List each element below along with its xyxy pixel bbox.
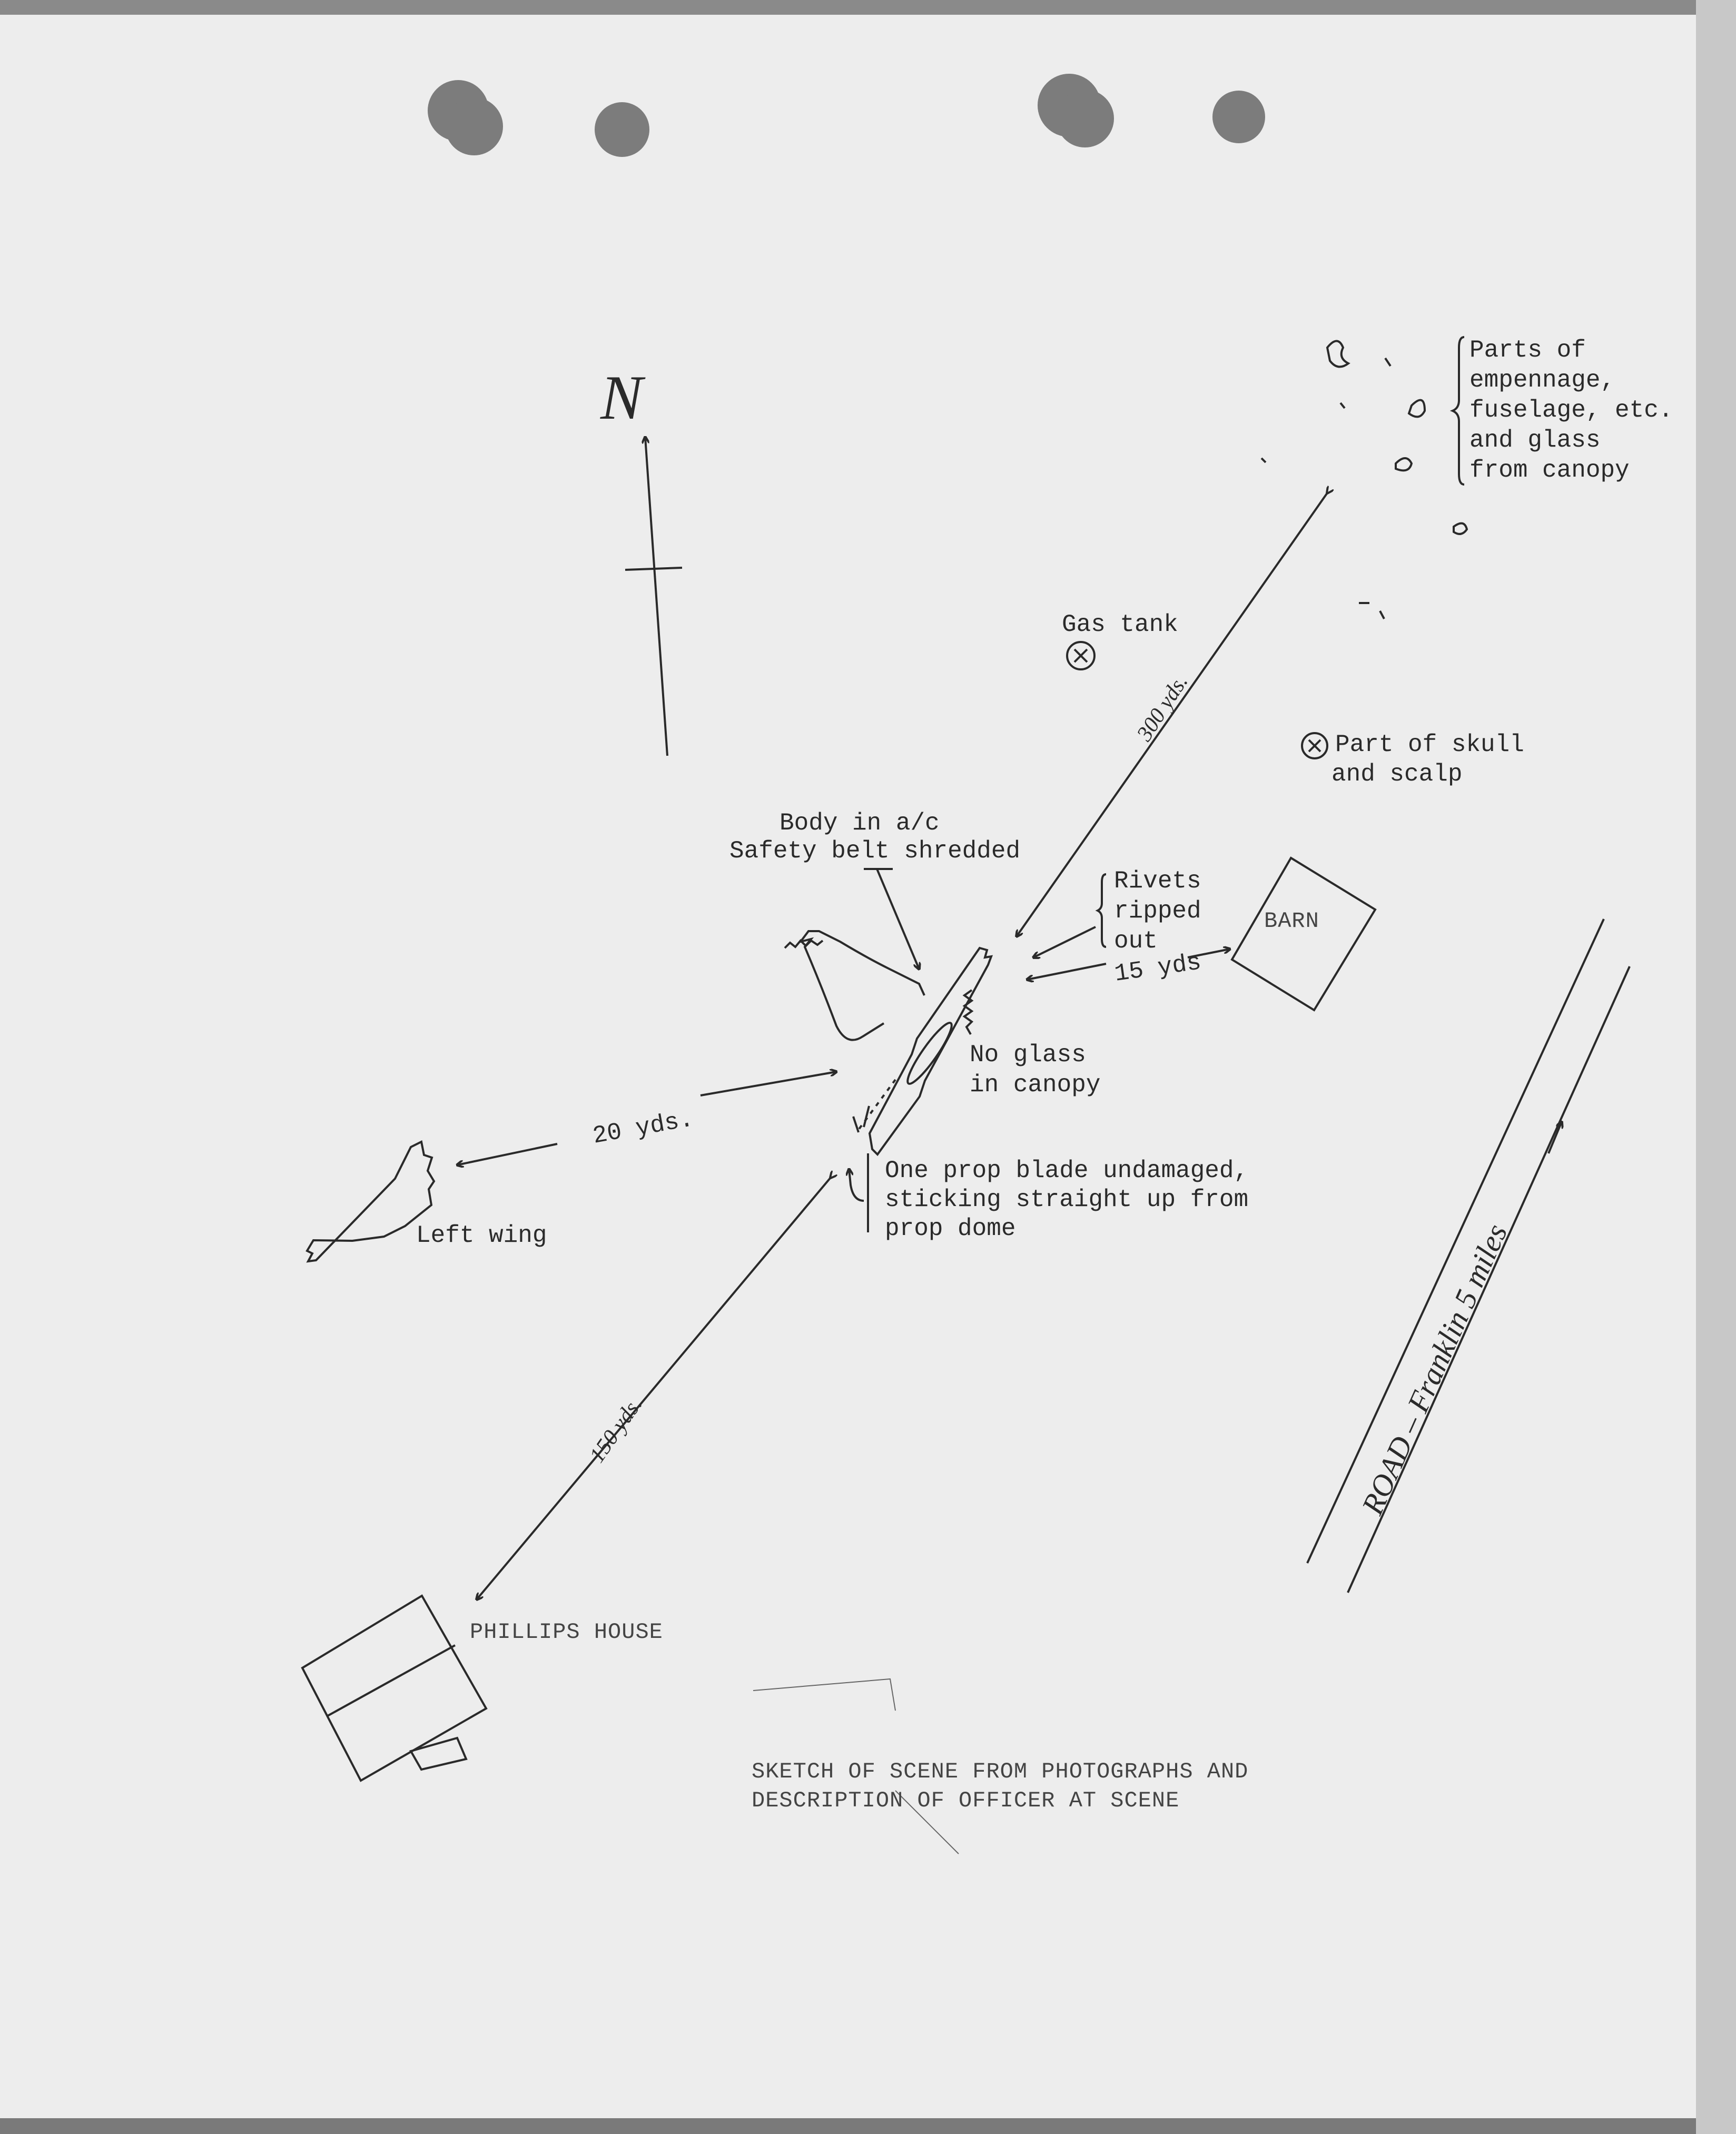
left-wing-shape: [305, 1140, 436, 1263]
stray-marks: [753, 1678, 959, 1854]
phillips-house-shape: [301, 1594, 488, 1782]
distance-150-label: 150 yds.: [585, 1393, 647, 1467]
road-direction-arrow-icon: [1547, 1122, 1562, 1154]
skull-label-1: Part of skull: [1335, 731, 1524, 758]
prop-label-3: prop dome: [885, 1215, 1015, 1242]
rivets-label-2: ripped: [1114, 897, 1201, 925]
svg-text:fuselage, etc.: fuselage, etc.: [1469, 397, 1673, 424]
road-label: ROAD – Franklin 5 miles: [1355, 1219, 1514, 1520]
rivets-arrow: [1033, 926, 1096, 957]
body-label-2: Safety belt shredded: [729, 837, 1020, 865]
no-glass-label-1: No glass: [970, 1041, 1086, 1069]
house-label: PHILLIPS HOUSE: [470, 1619, 663, 1645]
svg-text:empennage,: empennage,: [1469, 367, 1615, 394]
caption-line-1: SKETCH OF SCENE FROM PHOTOGRAPHS AND: [752, 1759, 1248, 1784]
barn-shape: [1230, 856, 1377, 1012]
left-wing-label: Left wing: [416, 1222, 547, 1249]
distance-20-label: 20 yds.: [590, 1105, 695, 1150]
body-label-1: Body in a/c: [780, 809, 940, 837]
skull-marker-icon: [1301, 732, 1328, 759]
skull-label-2: and scalp: [1331, 760, 1462, 788]
caption-line-2: DESCRIPTION OF OFFICER AT SCENE: [752, 1788, 1179, 1813]
road-edge-right: [1347, 966, 1631, 1593]
road-edge-left: [1306, 918, 1605, 1564]
body-arrow: [876, 868, 919, 969]
prop-label-2: sticking straight up from: [885, 1186, 1248, 1213]
gas-tank-marker-icon: [1066, 641, 1096, 670]
north-label: N: [600, 362, 646, 432]
svg-text:from canopy: from canopy: [1469, 457, 1630, 484]
distance-300-label: 300 yds.: [1132, 670, 1192, 746]
prop-label-1: One prop blade undamaged,: [885, 1157, 1248, 1184]
rivets-label-1: Rivets: [1114, 867, 1201, 895]
rivets-label-3: out: [1114, 927, 1158, 955]
rivets-brace: [1095, 873, 1107, 948]
debris-label: Parts of empennage, fuselage, etc. and g…: [1469, 337, 1673, 484]
aircraft-wreck-icon: [784, 930, 993, 1157]
distance-line-150: [477, 1178, 831, 1599]
gas-tank-label: Gas tank: [1062, 611, 1178, 638]
debris-brace: [1449, 336, 1465, 486]
scan-top-edge: [0, 0, 1736, 15]
debris-marks: [1260, 340, 1468, 619]
distance-line-300: [1017, 493, 1327, 936]
svg-text:and glass: and glass: [1469, 427, 1600, 454]
scan-right-edge: [1696, 0, 1736, 2134]
svg-text:Parts of: Parts of: [1469, 337, 1586, 364]
barn-label: BARN: [1264, 908, 1319, 934]
no-glass-label-2: in canopy: [970, 1071, 1100, 1099]
scan-bottom-edge: [0, 2118, 1736, 2134]
punch-holes: [428, 74, 1265, 157]
north-arrow-icon: [625, 437, 683, 756]
